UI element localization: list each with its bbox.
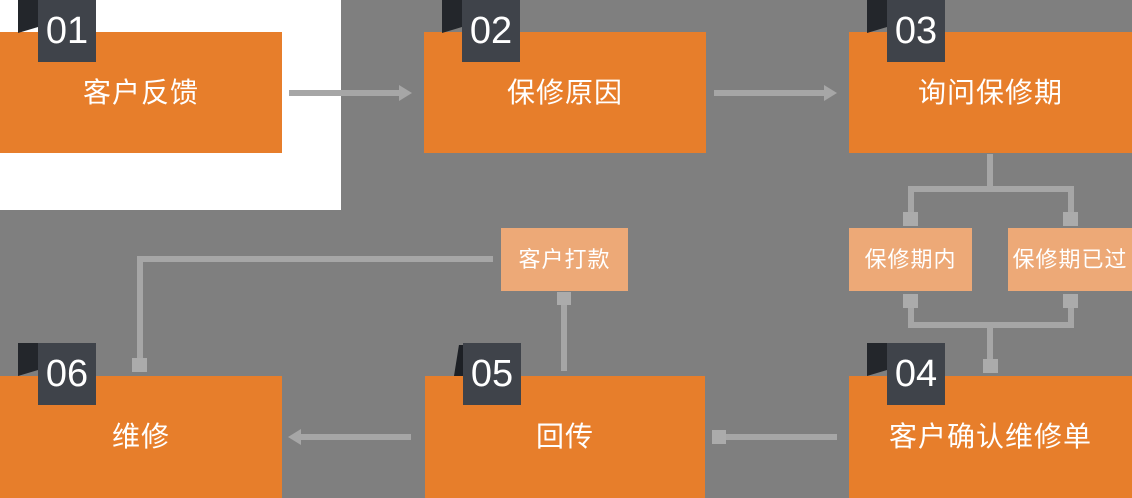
connector-node xyxy=(132,358,147,372)
connector-node xyxy=(903,212,918,226)
connector-step5-payment-line xyxy=(561,305,567,371)
step-box-customer-feedback: 01 客户反馈 xyxy=(0,0,282,153)
connector-branch-merge-line xyxy=(908,322,1074,328)
badge-fold-decoration xyxy=(454,345,463,376)
connector-payment-step6-hline xyxy=(137,256,493,262)
connector-node xyxy=(903,294,918,308)
connector-node xyxy=(712,430,726,444)
connector-branch-split-line xyxy=(908,186,1074,192)
connector-step3-stem xyxy=(987,154,993,192)
step-label: 保修原因 xyxy=(506,76,623,108)
step-number: 01 xyxy=(45,10,89,52)
step-box-ask-warranty-period: 03 询问保修期 xyxy=(849,0,1132,153)
step-box-repair: 06 维修 xyxy=(0,343,282,498)
connector-node xyxy=(1063,212,1078,226)
connector-step1-step2-line xyxy=(289,90,399,96)
connector-branch-left-drop xyxy=(908,192,914,213)
branch-label: 保修期内 xyxy=(864,246,957,272)
arrow-right-icon xyxy=(399,85,412,101)
step-box-send-back: 05 回传 xyxy=(425,343,705,498)
branch-label: 客户打款 xyxy=(518,246,611,272)
step-number: 03 xyxy=(894,10,938,52)
step-box-customer-confirm-order: 04 客户确认维修单 xyxy=(849,343,1132,498)
badge-fold-decoration xyxy=(18,0,38,33)
connector-step5-step6-line xyxy=(301,434,411,440)
badge-fold-decoration xyxy=(867,0,887,33)
connector-node xyxy=(1063,294,1078,308)
step-number-badge: 05 xyxy=(454,343,521,405)
badge-fold-decoration xyxy=(442,0,462,33)
arrow-left-icon xyxy=(288,429,301,445)
step-number-badge: 04 xyxy=(867,343,945,405)
step-number: 04 xyxy=(894,353,938,395)
connector-payment-step6-vline xyxy=(137,262,143,358)
step-label: 回传 xyxy=(535,421,594,452)
step-box-warranty-reason: 02 保修原因 xyxy=(424,0,706,153)
connector-step4-step5-line xyxy=(726,434,837,440)
step-number-badge: 06 xyxy=(18,343,96,405)
connector-node xyxy=(557,292,571,305)
step-number: 06 xyxy=(45,353,89,395)
branch-label: 保修期已过 xyxy=(1012,246,1128,272)
connector-merge-right-drop xyxy=(1068,308,1074,328)
step-label: 客户反馈 xyxy=(82,76,199,108)
step-number-badge: 03 xyxy=(867,0,945,62)
step-label: 维修 xyxy=(111,421,170,452)
branch-box-in-warranty: 保修期内 xyxy=(849,228,972,291)
branch-box-out-of-warranty: 保修期已过 xyxy=(1008,228,1132,291)
step-number-badge: 01 xyxy=(18,0,96,62)
badge-fold-decoration xyxy=(18,343,38,376)
connector-merge-left-drop xyxy=(908,308,914,328)
connector-branch-right-drop xyxy=(1068,192,1074,213)
step-number: 05 xyxy=(470,353,514,395)
badge-fold-decoration xyxy=(867,343,887,376)
step-label: 询问保修期 xyxy=(917,76,1063,108)
arrow-right-icon xyxy=(824,85,837,101)
branch-box-customer-payment: 客户打款 xyxy=(501,228,628,291)
connector-merge-stem xyxy=(987,328,993,359)
connector-node xyxy=(983,359,998,373)
step-number: 02 xyxy=(469,10,513,52)
connector-step2-step3-line xyxy=(714,90,824,96)
step-number-badge: 02 xyxy=(442,0,520,62)
step-label: 客户确认维修单 xyxy=(888,421,1092,452)
